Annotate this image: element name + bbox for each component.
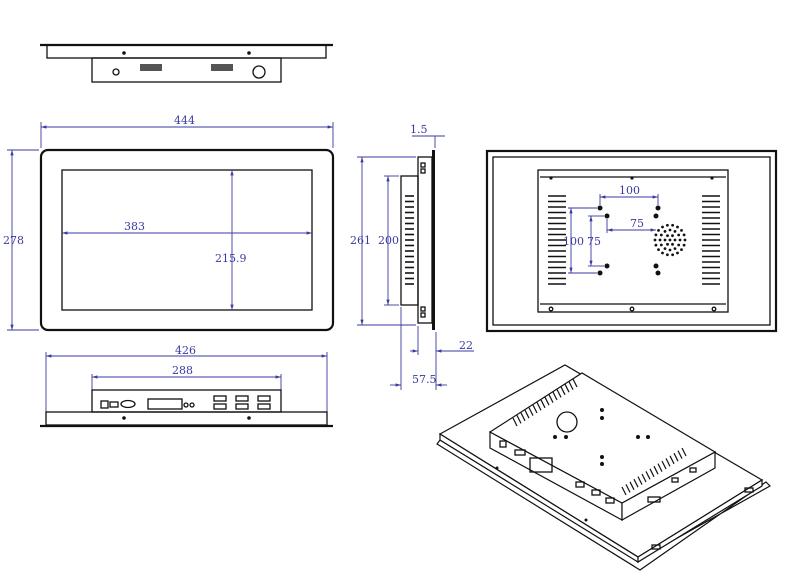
vent-slot	[677, 450, 683, 459]
vent-slot	[629, 481, 635, 491]
vent-slot	[512, 417, 518, 427]
vent-slot	[673, 452, 679, 462]
speaker-hole	[653, 238, 657, 242]
front-view: 444 278 383 215.9	[3, 114, 335, 332]
vent-slot	[641, 473, 647, 483]
speaker-hole	[668, 238, 672, 242]
speaker-hole	[663, 247, 667, 251]
speaker-hole	[671, 234, 674, 238]
speaker-hole	[673, 229, 677, 233]
vent-slot	[540, 399, 546, 409]
speaker-hole	[663, 238, 667, 242]
vent-slot	[552, 391, 558, 401]
vent-slot	[556, 389, 562, 398]
vent-slot	[524, 409, 530, 419]
dim-width: 444	[174, 114, 195, 127]
speaker-hole	[665, 253, 669, 257]
vent-slot	[669, 455, 675, 465]
vent-slot	[568, 381, 574, 390]
speaker-hole	[657, 228, 660, 232]
dim-vesa-100-h: 100	[619, 184, 640, 197]
speaker-hole	[654, 243, 658, 247]
bottom-view: 426 288	[40, 344, 333, 428]
vent-slot	[633, 478, 639, 488]
speaker-hole	[677, 243, 681, 247]
speaker-hole	[654, 233, 658, 237]
dim-screen-width: 383	[124, 220, 145, 233]
speaker-hole	[683, 238, 687, 242]
vent-slot	[564, 383, 570, 393]
dim-screen-height: 215.9	[215, 252, 247, 265]
side-view: 1.5 261 200 22 57.5	[350, 123, 474, 390]
dim-vesa-75-v: 75	[587, 235, 601, 248]
speaker-hole	[657, 248, 660, 252]
rear-view: 100 75 100 75	[485, 149, 778, 333]
dim-total-depth: 57.5	[412, 373, 437, 386]
speaker-hole	[668, 248, 672, 252]
vent-slot	[548, 394, 554, 403]
vent-slot	[649, 468, 655, 478]
io-ports	[100, 395, 271, 410]
vent-slot	[528, 407, 534, 416]
dim-vesa-75-h: 75	[630, 217, 644, 230]
port-icon	[112, 68, 120, 76]
speaker-hole	[671, 242, 674, 246]
speaker-hole	[673, 238, 677, 242]
speaker-hole	[671, 223, 675, 227]
dim-depth: 22	[459, 339, 473, 352]
speaker-hole	[677, 233, 681, 237]
speaker-hole	[676, 225, 679, 229]
speaker-hole	[680, 228, 683, 232]
isometric-view	[436, 364, 771, 571]
dim-side-height: 261	[350, 234, 371, 247]
vent-slot	[645, 471, 651, 480]
vent-slot	[665, 458, 671, 467]
vent-slot	[661, 460, 667, 470]
speaker-hole	[676, 251, 679, 255]
dim-bezel: 1.5	[410, 123, 428, 136]
speaker-hole	[666, 242, 669, 246]
dim-height: 278	[3, 234, 24, 247]
dim-bottom-width: 426	[175, 344, 196, 357]
vent-slot	[572, 378, 578, 388]
speaker-hole	[665, 223, 669, 227]
vent-slot	[653, 465, 659, 475]
dim-box-height: 200	[378, 234, 399, 247]
speaker-grille	[653, 223, 687, 257]
vent-icon	[211, 64, 233, 71]
dim-vesa-100-v: 100	[563, 235, 584, 248]
speaker-hole	[682, 233, 686, 237]
vent-slot	[544, 396, 550, 406]
power-button-icon	[252, 65, 266, 79]
vent-slot	[625, 484, 631, 493]
speaker-hole	[659, 243, 663, 247]
vent-slot	[516, 415, 522, 424]
speaker-hole	[661, 225, 664, 229]
speaker-grille	[556, 411, 578, 433]
speaker-hole	[659, 233, 663, 237]
vent-slot	[520, 412, 526, 422]
speaker-hole	[682, 243, 686, 247]
speaker-hole	[673, 247, 677, 251]
speaker-hole	[663, 229, 667, 233]
vent-slot	[637, 476, 643, 485]
speaker-hole	[666, 234, 669, 238]
speaker-hole	[671, 253, 675, 257]
speaker-hole	[658, 238, 662, 242]
top-view	[40, 43, 333, 83]
speaker-hole	[668, 228, 672, 232]
speaker-hole	[661, 251, 664, 255]
vent-slot	[621, 486, 627, 496]
dim-box-width: 288	[172, 364, 193, 377]
speaker-hole	[680, 248, 683, 252]
vent-slot	[681, 447, 687, 457]
vent-slot	[560, 386, 566, 396]
speaker-hole	[678, 238, 682, 242]
vent-slot	[657, 463, 663, 472]
vent-icon	[140, 64, 162, 71]
vent-slot	[532, 404, 538, 414]
vent-slot	[536, 402, 542, 411]
